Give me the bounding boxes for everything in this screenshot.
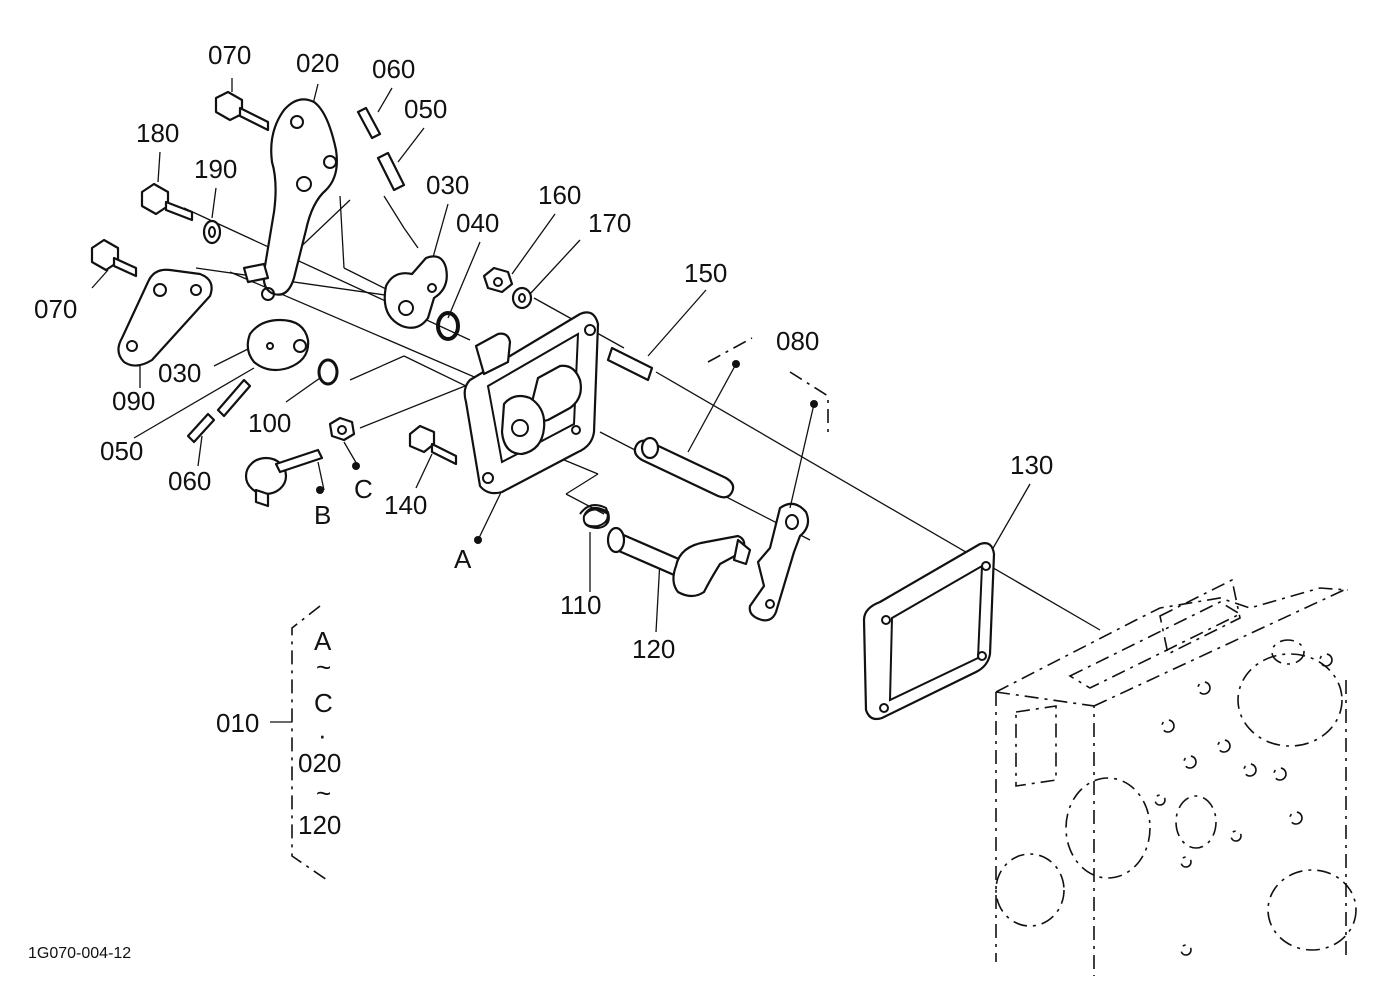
bolt-070-upper [214,90,270,132]
label-170: 170 [588,208,631,238]
label-180: 180 [136,118,179,148]
plate-090 [117,268,213,367]
label-060-lower: 060 [168,466,211,496]
oring-040 [436,311,460,341]
range-tilde-1: ~ [316,652,331,682]
range-tilde-2: ~ [316,778,331,808]
governor-shaft-120 [606,526,752,598]
pin-050-upper [376,151,406,192]
label-150: 150 [684,258,727,288]
range-to-2: 120 [298,810,341,840]
label-090: 090 [112,386,155,416]
range-from-2: 020 [298,748,341,778]
bolt-070-lower [90,238,138,278]
nut-160 [482,266,514,294]
group-080-bracket [687,337,829,509]
label-040: 040 [456,208,499,238]
gasket-130 [862,542,996,721]
label-C: C [354,474,373,504]
shaft-080 [633,436,735,499]
label-050-lower: 050 [100,436,143,466]
washer-190 [202,219,222,245]
washer-170 [511,286,533,310]
oring-100 [317,358,339,386]
label-140: 140 [384,490,427,520]
cam-030-upper [383,255,448,329]
label-A: A [454,544,472,574]
cover-A [463,311,600,495]
label-B: B [314,500,331,530]
label-100: 100 [248,408,291,438]
range-separator: · [318,720,327,750]
pin-060-upper [356,106,382,140]
range-to: C [314,688,333,718]
label-030-upper: 030 [426,170,469,200]
stud-B [244,448,324,508]
label-160: 160 [538,180,581,210]
spring-110 [579,504,610,530]
bolt-140 [408,424,458,466]
nut-C [328,416,356,442]
reference-dots [316,462,482,544]
label-070-upper: 070 [208,40,251,70]
label-190: 190 [194,154,237,184]
label-070-lower: 070 [34,294,77,324]
bolt-180 [140,182,194,222]
label-080: 080 [776,326,819,356]
label-010: 010 [216,708,259,738]
pin-060-lower [186,412,216,444]
assembly-range: A ~ C · 020 ~ 120 [298,626,341,840]
pin-050-lower [216,378,252,418]
lever-020 [242,98,338,301]
assembly-010-bracket [270,605,331,883]
drawing-code: 1G070-004-12 [28,945,131,962]
part-labels: 070 020 060 050 180 190 030 160 040 170 … [34,40,1053,738]
engine-block [995,578,1357,976]
label-110: 110 [560,590,601,620]
label-130: 130 [1010,450,1053,480]
label-020: 020 [296,48,339,78]
cam-030-lower [246,318,310,372]
range-from: A [314,626,332,656]
label-050-upper: 050 [404,94,447,124]
label-060-upper: 060 [372,54,415,84]
label-030-lower: 030 [158,358,201,388]
arm-080 [748,502,810,622]
label-120: 120 [632,634,675,664]
stud-150 [606,346,654,382]
